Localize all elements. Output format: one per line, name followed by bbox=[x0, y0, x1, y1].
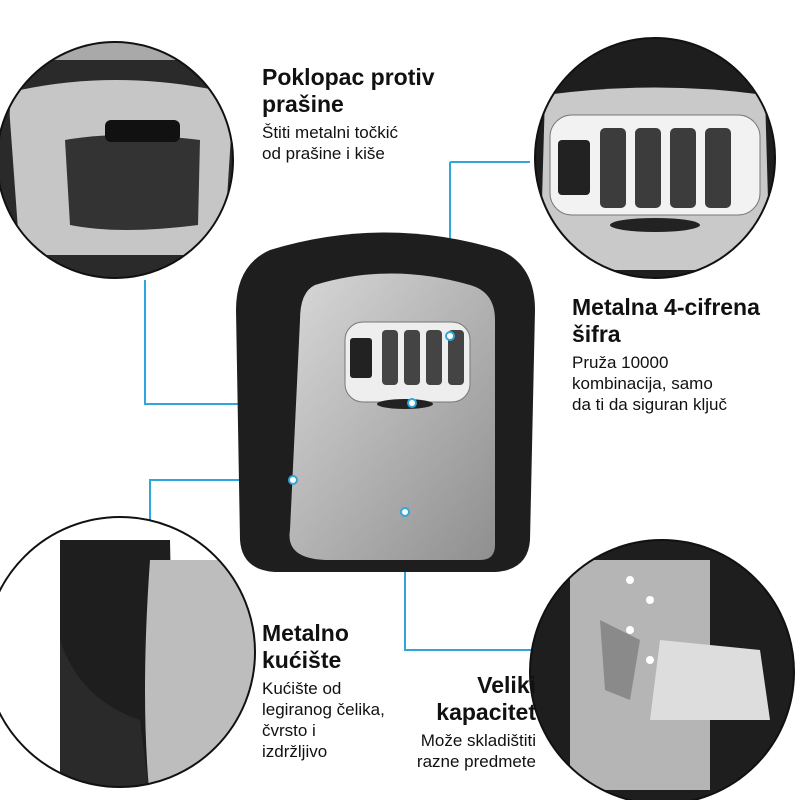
housing-closeup bbox=[0, 517, 255, 787]
dials-closeup bbox=[535, 38, 775, 278]
callout-title: kapacitet bbox=[436, 699, 536, 725]
callout-title: Metalna 4-cifrena bbox=[572, 294, 760, 320]
callout-desc: razne predmete bbox=[416, 752, 536, 771]
callout-desc: legiranog čelika, bbox=[262, 700, 385, 719]
callout-desc: Pruža 10000 bbox=[572, 353, 669, 372]
callout-title: šifra bbox=[572, 321, 621, 347]
dust-cover-closeup bbox=[0, 42, 233, 278]
lockbox-product bbox=[236, 232, 535, 572]
capacity-closeup bbox=[530, 540, 794, 800]
callout-title: Metalno bbox=[262, 620, 349, 646]
callout-desc: od prašine i kiše bbox=[262, 144, 385, 163]
callout-desc: Može skladištiti bbox=[420, 731, 536, 750]
callout-desc: izdržljivo bbox=[262, 742, 328, 761]
callout-dots bbox=[288, 331, 455, 517]
callout-title: Veliki bbox=[477, 672, 536, 698]
callout-desc: da ti da siguran ključ bbox=[572, 395, 727, 414]
callout-title: Poklopac protiv bbox=[262, 64, 435, 90]
callout-desc: Štiti metalni točkić bbox=[262, 123, 399, 142]
callout-title: kućište bbox=[262, 647, 342, 673]
callout-desc: Kućište od bbox=[262, 679, 342, 698]
callout-desc: čvrsto i bbox=[262, 721, 316, 740]
callout-desc: kombinacija, samo bbox=[572, 374, 713, 393]
callout-title: prašine bbox=[262, 91, 344, 117]
